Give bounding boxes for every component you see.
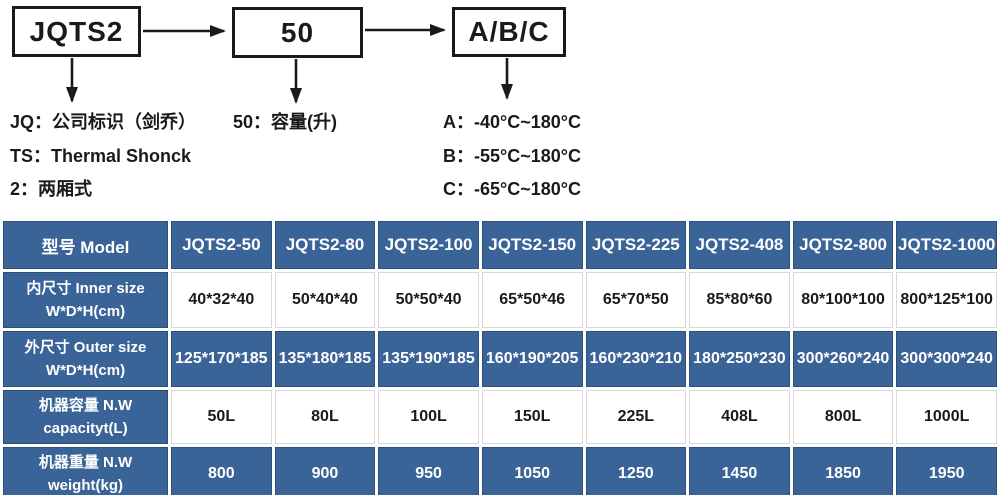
table-row-weight: 机器重量 N.W weight(kg) 800 900 950 1050 125… bbox=[3, 447, 997, 495]
outer-size-value: 160*190*205 bbox=[481, 331, 583, 387]
weight-value: 950 bbox=[378, 447, 479, 495]
outer-size-value: 160*230*210 bbox=[585, 331, 687, 387]
inner-size-value: 50*40*40 bbox=[274, 272, 376, 328]
flow-arrows bbox=[66, 24, 513, 104]
weight-value: 1050 bbox=[481, 447, 583, 495]
row-label-outer-size: 外尺寸 Outer size W*D*H(cm) bbox=[3, 331, 168, 387]
outer-size-value: 300*260*240 bbox=[792, 331, 894, 387]
capacity-value: 80L bbox=[274, 390, 376, 444]
header-jqts2-800: JQTS2-800 bbox=[792, 221, 894, 269]
note-range-c: C：-65°C~180°C bbox=[443, 179, 581, 199]
header-jqts2-100: JQTS2-100 bbox=[378, 221, 479, 269]
inner-size-value: 85*80*60 bbox=[689, 272, 790, 328]
capacity-value: 408L bbox=[689, 390, 790, 444]
row-label-zh: 机器容量 N.W bbox=[38, 397, 133, 414]
outer-size-value: 125*170*185 bbox=[171, 331, 272, 387]
capacity-value: 225L bbox=[585, 390, 687, 444]
note-capacity: 50：容量(升) bbox=[233, 112, 338, 132]
capacity-value: 150L bbox=[481, 390, 583, 444]
weight-value: 800 bbox=[171, 447, 272, 495]
row-label-en: weight(kg) bbox=[48, 477, 123, 494]
capacity-value: 50L bbox=[171, 390, 272, 444]
note-range-b: B：-55°C~180°C bbox=[443, 146, 581, 166]
note-thermal-shock: TS：Thermal Shonck bbox=[10, 146, 192, 166]
outer-size-value: 300*300*240 bbox=[896, 331, 997, 387]
capacity-value: 1000L bbox=[896, 390, 997, 444]
header-jqts2-80: JQTS2-80 bbox=[274, 221, 376, 269]
weight-value: 1450 bbox=[689, 447, 790, 495]
row-label-capacity: 机器容量 N.W capacityt(L) bbox=[3, 390, 168, 444]
row-label-zh: 外尺寸 Outer size bbox=[24, 339, 147, 356]
inner-size-value: 65*50*46 bbox=[481, 272, 583, 328]
inner-size-value: 50*50*40 bbox=[378, 272, 479, 328]
weight-value: 900 bbox=[274, 447, 376, 495]
table-row-inner-size: 内尺寸 Inner size W*D*H(cm) 40*32*40 50*40*… bbox=[3, 272, 997, 328]
variant-code-box: A/B/C bbox=[452, 7, 566, 57]
header-model: 型号 Model bbox=[3, 221, 168, 269]
capacity-value: 100L bbox=[378, 390, 479, 444]
inner-size-value: 800*125*100 bbox=[896, 272, 997, 328]
header-jqts2-50: JQTS2-50 bbox=[171, 221, 272, 269]
model-prefix-box: JQTS2 bbox=[12, 6, 141, 57]
row-label-inner-size: 内尺寸 Inner size W*D*H(cm) bbox=[3, 272, 168, 328]
variant-code-label: A/B/C bbox=[468, 16, 550, 47]
inner-size-value: 40*32*40 bbox=[171, 272, 272, 328]
note-company-id: JQ：公司标识（剑乔） bbox=[10, 112, 197, 132]
table-row-capacity: 机器容量 N.W capacityt(L) 50L 80L 100L 150L … bbox=[3, 390, 997, 444]
outer-size-value: 180*250*230 bbox=[689, 331, 790, 387]
outer-size-value: 135*190*185 bbox=[378, 331, 479, 387]
row-label-en: capacityt(L) bbox=[43, 420, 128, 437]
outer-size-value: 135*180*185 bbox=[274, 331, 376, 387]
spec-table: 型号 Model JQTS2-50 JQTS2-80 JQTS2-100 JQT… bbox=[0, 218, 1000, 495]
table-row-outer-size: 外尺寸 Outer size W*D*H(cm) 125*170*185 135… bbox=[3, 331, 997, 387]
note-range-a: A：-40°C~180°C bbox=[443, 112, 581, 132]
capacity-value: 800L bbox=[792, 390, 894, 444]
volume-code-box: 50 bbox=[232, 7, 363, 58]
model-naming-diagram: JQTS2 50 A/B/C JQ：公司标识（剑乔） TS：Thermal Sh… bbox=[0, 0, 1000, 218]
row-label-en: W*D*H(cm) bbox=[45, 362, 126, 379]
table-header-row: 型号 Model JQTS2-50 JQTS2-80 JQTS2-100 JQT… bbox=[3, 221, 997, 269]
header-jqts2-408: JQTS2-408 bbox=[689, 221, 790, 269]
note-two-zone: 2：两厢式 bbox=[10, 179, 93, 199]
row-label-zh: 内尺寸 Inner size bbox=[26, 280, 145, 297]
header-jqts2-1000: JQTS2-1000 bbox=[896, 221, 997, 269]
weight-value: 1250 bbox=[585, 447, 687, 495]
inner-size-value: 80*100*100 bbox=[792, 272, 894, 328]
weight-value: 1850 bbox=[792, 447, 894, 495]
header-jqts2-225: JQTS2-225 bbox=[585, 221, 687, 269]
weight-value: 1950 bbox=[896, 447, 997, 495]
inner-size-value: 65*70*50 bbox=[585, 272, 687, 328]
row-label-zh: 机器重量 N.W bbox=[38, 454, 133, 471]
row-label-en: W*D*H(cm) bbox=[45, 303, 126, 320]
volume-code-label: 50 bbox=[280, 16, 315, 48]
header-jqts2-150: JQTS2-150 bbox=[481, 221, 583, 269]
model-prefix-label: JQTS2 bbox=[29, 15, 124, 47]
row-label-weight: 机器重量 N.W weight(kg) bbox=[3, 447, 168, 495]
